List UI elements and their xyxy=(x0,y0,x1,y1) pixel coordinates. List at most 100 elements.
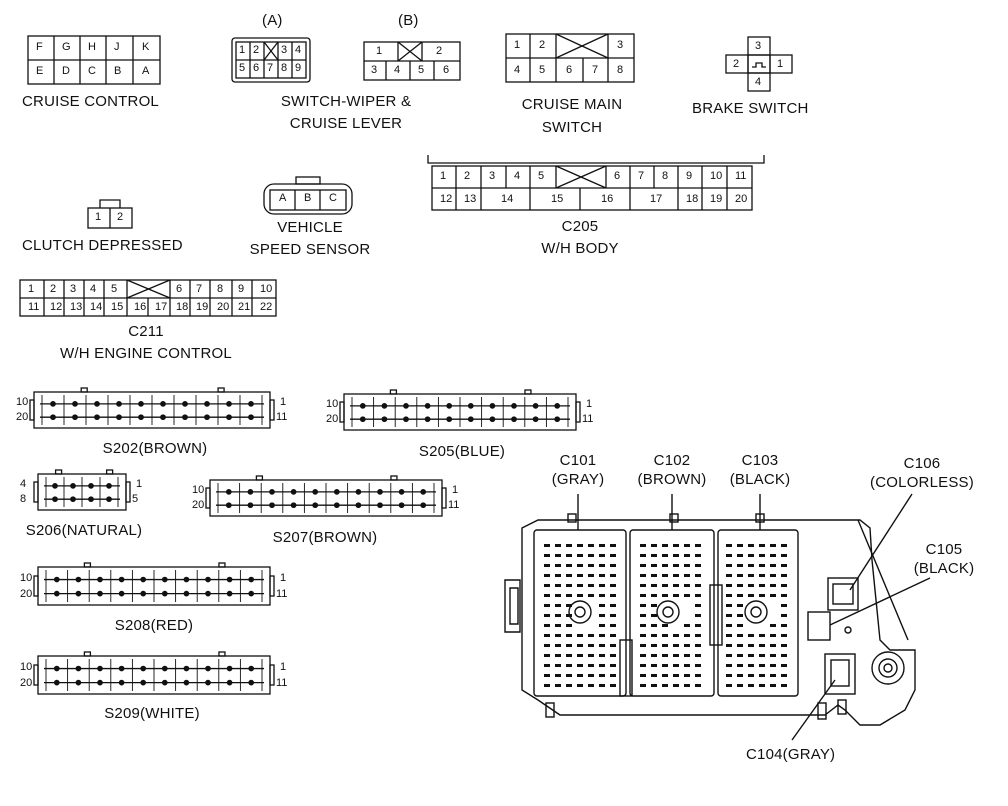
fuse-terminal xyxy=(566,564,572,567)
splice-tr: 1 xyxy=(280,395,287,408)
cruise-main-label-2: SWITCH xyxy=(541,119,603,136)
fuse-terminal xyxy=(640,554,646,557)
splice-terminal xyxy=(381,416,388,423)
splice-terminal xyxy=(75,590,82,597)
splice-terminal xyxy=(53,576,60,583)
splice-terminal xyxy=(226,679,233,686)
cruise-control-pin: J xyxy=(114,41,120,53)
splice-latch xyxy=(218,651,226,657)
fuse-terminal xyxy=(662,554,668,557)
c205-pin: 3 xyxy=(489,170,496,182)
splice-4 xyxy=(33,562,275,606)
splice-terminal xyxy=(205,576,211,583)
splice-br: 11 xyxy=(448,499,460,512)
c211-label-2: W/H ENGINE CONTROL xyxy=(60,345,232,362)
vss-label-2: SPEED SENSOR xyxy=(249,241,371,258)
fuse-terminal xyxy=(610,604,616,607)
splice-tr: 1 xyxy=(452,483,459,496)
fuse-terminal xyxy=(759,574,765,577)
fuse-terminal xyxy=(651,594,657,597)
fuse-terminal xyxy=(588,584,594,587)
cruise-control-pin: D xyxy=(62,65,70,77)
fuse-terminal xyxy=(673,564,679,567)
splice-tr: 1 xyxy=(280,660,287,673)
fuse-terminal xyxy=(610,584,616,587)
splice-terminal xyxy=(269,489,275,495)
fuse-terminal xyxy=(640,634,646,637)
fuse-terminal xyxy=(695,594,701,597)
fuse-terminal xyxy=(726,634,732,637)
splice-terminal xyxy=(88,496,94,503)
splice-terminal xyxy=(97,590,103,597)
fuse-terminal xyxy=(726,594,732,597)
fuse-terminal xyxy=(748,674,754,677)
switch-wiper-b-pin: 4 xyxy=(394,64,401,76)
cruise-main-pin: 4 xyxy=(514,64,521,76)
fuse-terminal xyxy=(684,584,690,587)
fuse-terminal xyxy=(588,634,594,637)
splice-latch xyxy=(80,387,88,393)
fuse-terminal xyxy=(566,654,572,657)
splice-terminal xyxy=(53,679,60,686)
fuse-terminal xyxy=(770,584,776,587)
splice-bl: 20 xyxy=(20,676,33,689)
c211-pin: 14 xyxy=(90,301,103,313)
vss-pin: A xyxy=(279,192,287,204)
splice-terminal xyxy=(106,496,112,503)
fuse-terminal xyxy=(737,664,743,667)
fuse-terminal xyxy=(684,574,690,577)
fuse-block xyxy=(504,493,931,741)
splice-latch xyxy=(390,475,398,481)
fuse-terminal xyxy=(577,634,583,637)
splice-terminal xyxy=(94,401,100,407)
fuse-terminal xyxy=(673,674,679,677)
fuse-terminal xyxy=(544,674,550,677)
fuse-terminal xyxy=(599,574,605,577)
c211-pin: 9 xyxy=(238,283,245,295)
splice-terminal xyxy=(138,401,144,407)
brake-switch-connector xyxy=(725,36,793,92)
fuse-terminal xyxy=(588,574,594,577)
c211-pin: 13 xyxy=(70,301,83,313)
cruise-main-label-1: CRUISE MAIN xyxy=(521,96,623,113)
fuse-terminal xyxy=(566,584,572,587)
splice-end-tab xyxy=(33,481,39,503)
fuse-terminal xyxy=(748,664,754,667)
splice-terminal xyxy=(424,403,431,409)
fuse-terminal xyxy=(588,664,594,667)
fuse-terminal xyxy=(599,664,605,667)
fuse-terminal xyxy=(566,644,572,647)
c211-pin: 19 xyxy=(196,301,209,313)
fuse-terminal xyxy=(673,584,679,587)
c205-pin: 19 xyxy=(710,193,723,205)
splice-terminal xyxy=(182,401,188,407)
fuse-terminal xyxy=(640,564,646,567)
fuse-terminal xyxy=(695,604,701,607)
fuse-terminal xyxy=(555,574,561,577)
splice-terminal xyxy=(161,679,168,686)
fuse-terminal xyxy=(544,634,550,637)
fuse-terminal xyxy=(726,644,732,647)
splice-terminal xyxy=(118,665,125,672)
fuse-terminal xyxy=(748,574,754,577)
c211-pin: 20 xyxy=(217,301,230,313)
c211-pin: 3 xyxy=(70,283,77,295)
c211-pin: 1 xyxy=(28,283,35,295)
splice-terminal xyxy=(247,489,254,495)
splice-end-tab xyxy=(441,487,447,509)
clutch-depressed-label: CLUTCH DEPRESSED xyxy=(22,237,183,254)
splice-terminal xyxy=(161,665,168,672)
fuse-terminal xyxy=(770,574,776,577)
fuse-terminal xyxy=(651,684,657,687)
fuse-terminal xyxy=(695,614,701,617)
splice-terminal xyxy=(53,590,60,597)
fuse-terminal xyxy=(781,574,787,577)
fuse-terminal xyxy=(610,684,616,687)
splice-terminal xyxy=(226,414,232,421)
fuse-terminal xyxy=(640,664,646,667)
switch-wiper-b-pin: 1 xyxy=(376,45,383,57)
splice-br: 11 xyxy=(276,676,288,689)
splice-label: S209(WHITE) xyxy=(104,705,200,722)
c211-pin: 21 xyxy=(238,301,251,313)
fuse-terminal xyxy=(673,554,679,557)
